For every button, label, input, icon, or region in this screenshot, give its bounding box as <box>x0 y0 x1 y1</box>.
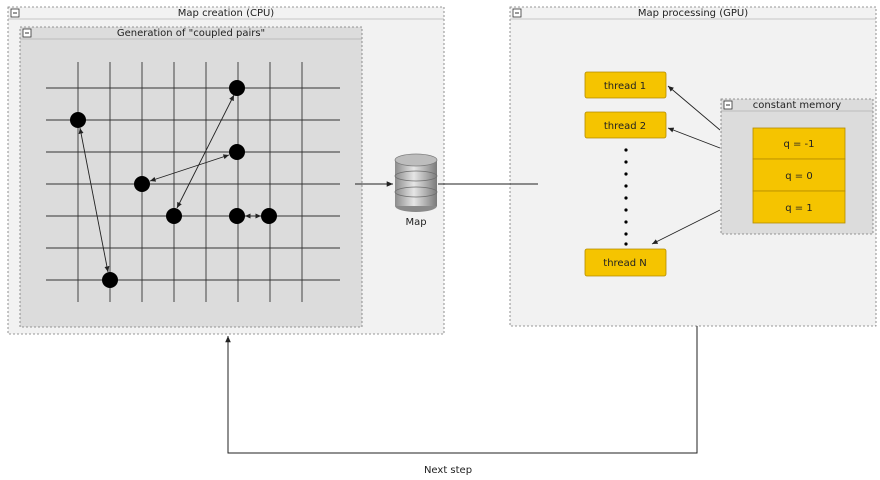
pairs-panel-title: Generation of "coupled pairs" <box>117 28 265 39</box>
lattice-node <box>229 144 245 160</box>
thread-label: thread 2 <box>604 121 646 132</box>
lattice-node <box>102 272 118 288</box>
constant-memory-title: constant memory <box>753 100 842 111</box>
cpu-panel-title: Map creation (CPU) <box>178 8 275 19</box>
memory-value: q = -1 <box>783 139 814 150</box>
lattice-node <box>229 80 245 96</box>
pairs-panel-collapse-icon[interactable] <box>22 28 32 38</box>
pairs-panel: Generation of "coupled pairs" <box>19 26 363 328</box>
pair-link <box>78 127 110 273</box>
gpu-panel-collapse-icon[interactable] <box>512 8 522 18</box>
lattice-node <box>229 208 245 224</box>
memory-to-threads-arrows <box>651 85 721 245</box>
lattice-node <box>166 208 182 224</box>
map-label: Map <box>405 217 426 228</box>
memory-cell <box>752 190 846 224</box>
memory-value: q = 1 <box>785 203 812 214</box>
thread-box-2[interactable]: thread 2 <box>584 111 667 139</box>
next-step-label: Next step <box>424 465 472 476</box>
thread-label: thread N <box>603 258 646 269</box>
thread-box-n[interactable]: thread N <box>584 248 667 277</box>
constant-memory-collapse-icon[interactable] <box>723 100 733 110</box>
thread-box-1[interactable]: thread 1 <box>584 71 667 99</box>
thread-ellipsis-dots <box>624 148 628 246</box>
next-step-loop <box>225 326 698 454</box>
thread-label: thread 1 <box>604 81 646 92</box>
map-database-icon <box>394 153 438 212</box>
memory-cell <box>752 127 846 160</box>
pair-link <box>176 94 235 209</box>
lattice-node <box>70 112 86 128</box>
pair-links <box>78 94 261 273</box>
memory-value: q = 0 <box>785 171 812 182</box>
lattice-node <box>134 176 150 192</box>
lattice-nodes <box>70 80 277 288</box>
gpu-panel-title: Map processing (GPU) <box>638 8 748 19</box>
cpu-panel-collapse-icon[interactable] <box>10 8 20 18</box>
memory-cell <box>752 158 846 192</box>
lattice-node <box>261 208 277 224</box>
constant-memory-panel: constant memory q = -1 q = 0 q = 1 <box>720 98 874 235</box>
